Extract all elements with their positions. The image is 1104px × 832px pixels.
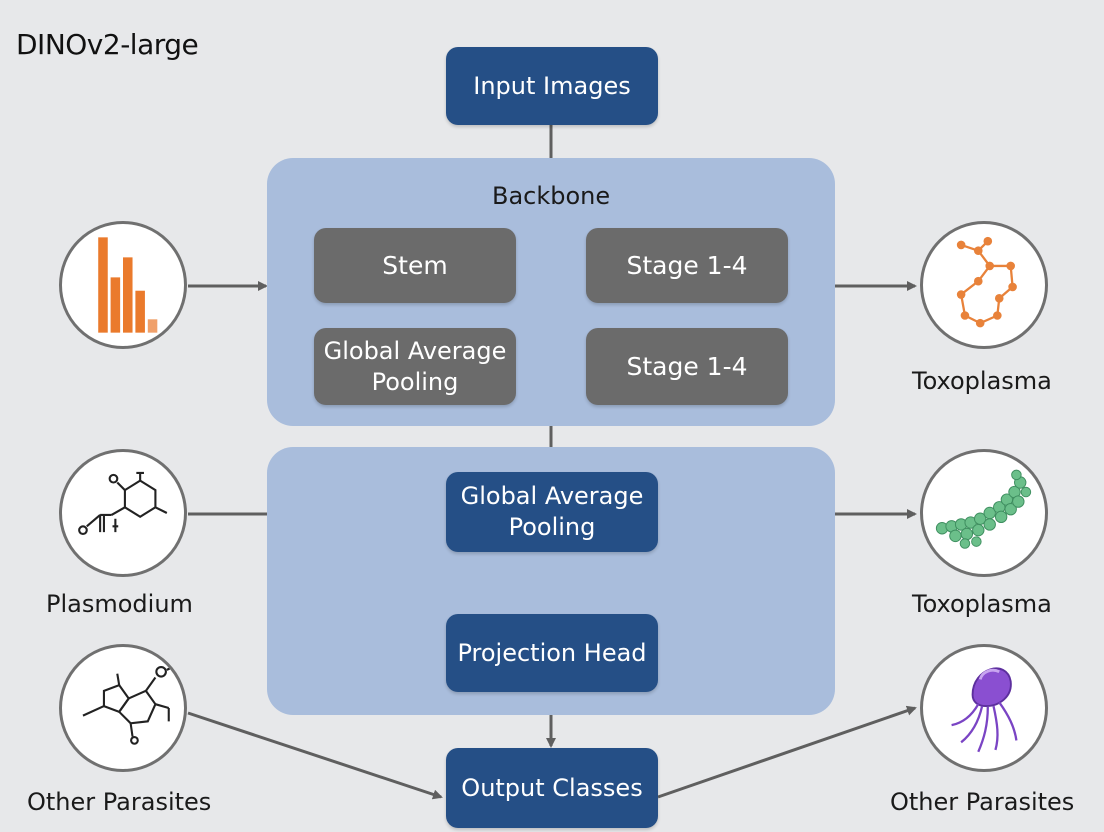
projection-head-node[interactable]: Projection Head (446, 614, 658, 692)
toxoplasma-molecule-icon (920, 221, 1048, 349)
global-average-pooling-node[interactable]: Global Average Pooling (446, 472, 658, 552)
backbone-label: Backbone (492, 182, 611, 210)
output-classes-node[interactable]: Output Classes (446, 748, 658, 828)
other-parasites-molecule-icon (59, 644, 187, 772)
jellyfish-icon (920, 644, 1048, 772)
toxoplasma-beads-icon (920, 449, 1048, 577)
arrow-output-to-parasites (657, 705, 917, 799)
bar-chart-icon (59, 221, 187, 349)
arrow-parasites-to-output (187, 711, 443, 800)
stage-node-top[interactable]: Stage 1-4 (586, 228, 788, 303)
global-average-pooling-backbone-node[interactable]: Global Average Pooling (314, 328, 516, 405)
plasmodium-label: Plasmodium (46, 590, 193, 618)
stem-node[interactable]: Stem (314, 228, 516, 303)
toxoplasma-top-label: Toxoplasma (912, 367, 1052, 395)
other-parasites-right-label: Other Parasites (890, 788, 1075, 816)
toxoplasma-mid-label: Toxoplasma (912, 590, 1052, 618)
input-images-node[interactable]: Input Images (446, 47, 658, 125)
other-parasites-left-label: Other Parasites (27, 788, 212, 816)
diagram-title: DINOv2-large (16, 28, 199, 61)
plasmodium-molecule-icon (59, 449, 187, 577)
stage-node-bottom[interactable]: Stage 1-4 (586, 328, 788, 405)
